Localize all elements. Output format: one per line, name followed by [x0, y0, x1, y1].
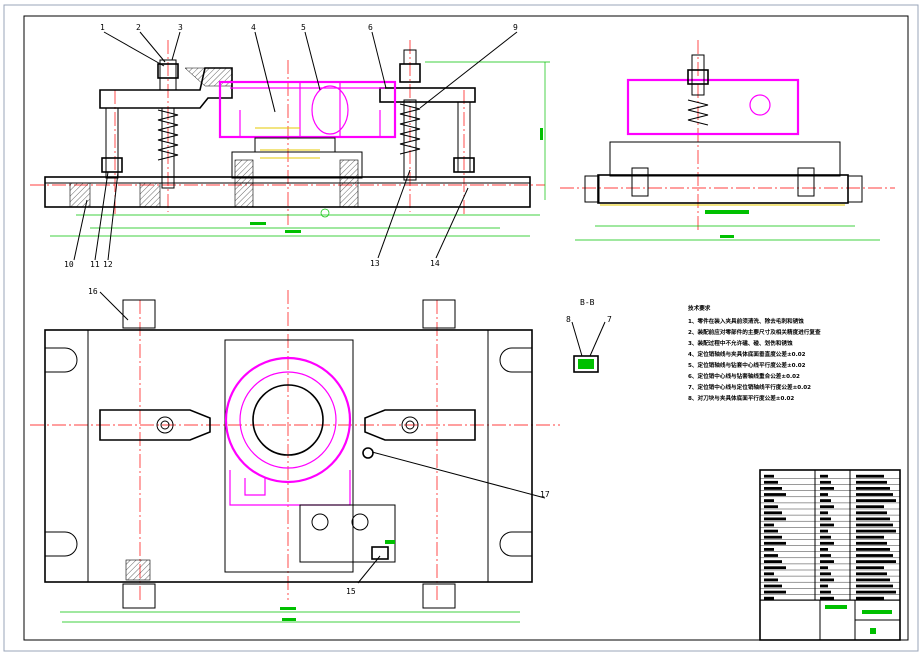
balloon-labels: 1 2 3 4 5 6 9 10 11 12 13 14 16 17 15 8 … [64, 23, 612, 596]
balloon-15: 15 [346, 587, 356, 596]
balloon-7: 7 [607, 315, 612, 324]
balloon-3: 3 [178, 23, 183, 32]
balloon-14: 14 [430, 259, 440, 268]
balloon-9: 9 [513, 23, 518, 32]
technical-notes: 技术要求 1、零件在装入夹具前须清洗、除去毛刺和锈蚀 2、装配前应对零部件的主要… [688, 304, 821, 402]
front-view [30, 31, 550, 261]
note-item: 1、零件在装入夹具前须清洗、除去毛刺和锈蚀 [688, 317, 804, 325]
note-item: 7、定位销中心线与定位销轴线平行度公差±0.02 [688, 383, 811, 391]
balloon-6: 6 [368, 23, 373, 32]
notes-heading: 技术要求 [688, 304, 711, 312]
note-item: 6、定位销中心线与钻套轴线重合公差±0.02 [688, 372, 800, 380]
balloon-11: 11 [90, 260, 100, 269]
balloon-16: 16 [88, 287, 98, 296]
title-block [759, 469, 901, 641]
balloon-2: 2 [136, 23, 141, 32]
plan-view [30, 290, 560, 623]
balloon-12: 12 [103, 260, 113, 269]
balloon-5: 5 [301, 23, 306, 32]
note-item: 4、定位销轴线与夹具体底面垂直度公差±0.02 [688, 350, 806, 358]
section-bb [571, 321, 606, 373]
balloon-13: 13 [370, 259, 380, 268]
balloon-8: 8 [566, 315, 571, 324]
balloon-17: 17 [540, 490, 550, 499]
note-item: 8、对刀块与夹具体底面平行度公差±0.02 [688, 394, 794, 402]
note-item: 2、装配前应对零部件的主要尺寸及相关精度进行复查 [688, 328, 821, 336]
balloon-10: 10 [64, 260, 74, 269]
drawing-frame [23, 15, 909, 641]
side-view [560, 40, 895, 241]
note-item: 5、定位销轴线与钻套中心线平行度公差±0.02 [688, 361, 806, 369]
balloon-1: 1 [100, 23, 105, 32]
note-item: 3、装配过程中不允许磕、碰、划伤和锈蚀 [688, 339, 793, 347]
section-bb-label: B-B [580, 298, 595, 307]
balloon-4: 4 [251, 23, 256, 32]
